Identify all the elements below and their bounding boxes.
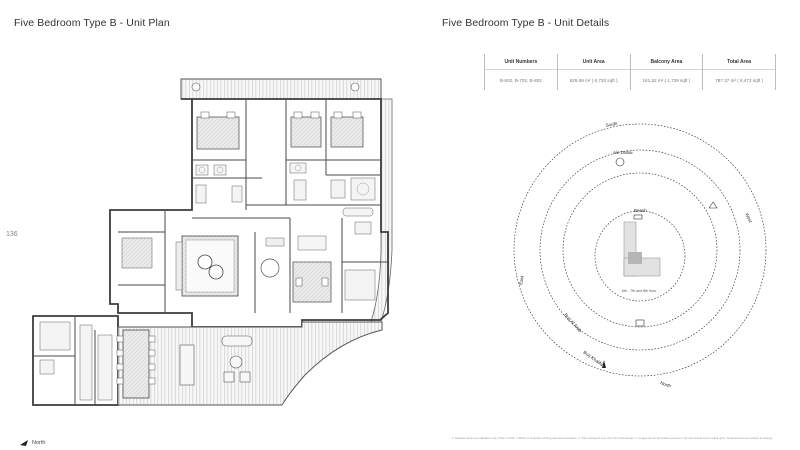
view-diagram: South Ain Dubai West Beach East Burj Al …	[513, 121, 767, 389]
unit-area-header: Unit Area	[582, 58, 605, 65]
balcony-area-value: 161.62 m² ( 1,739 sqft )	[630, 69, 703, 90]
view-ring-center	[594, 210, 686, 302]
floor-plan	[32, 78, 393, 406]
north-legend: North	[20, 440, 45, 446]
east-landmark-icon	[708, 201, 718, 209]
floors-label: 6th - 7th and 8th floor	[622, 289, 657, 293]
north-arrow-icon	[20, 440, 28, 446]
page-number: 136	[6, 231, 18, 238]
unit-numbers-header: Unit Numbers	[504, 58, 538, 65]
unit-numbers-value: B-602, B-702, B-802	[485, 69, 557, 90]
total-area-header: Total Area	[727, 58, 752, 65]
label-ain-dubai: Ain Dubai	[613, 150, 633, 155]
balcony-area-column: Balcony Area 161.62 m² ( 1,739 sqft )	[629, 54, 703, 90]
view-ring-middle	[539, 149, 741, 351]
label-burj-khalifa: Burj Khalifa	[582, 350, 604, 368]
unit-area-column: Unit Area 629.59 m² ( 6,720 sqft )	[556, 54, 630, 90]
label-south: South	[605, 121, 618, 128]
footnote: 1. Measurements are indicative only. Flo…	[452, 436, 773, 440]
label-beach: Beach	[634, 208, 647, 213]
unit-area-value: 629.59 m² ( 6,720 sqft )	[557, 69, 630, 90]
burj-al-arab-icon	[635, 319, 645, 327]
view-ring-outer	[513, 123, 767, 377]
unit-details-table: Unit Numbers B-602, B-702, B-802 Unit Ar…	[484, 54, 776, 90]
beach-icon	[633, 214, 643, 220]
north-label: North	[32, 440, 46, 446]
view-ring-inner	[562, 172, 718, 328]
ain-dubai-icon	[615, 157, 625, 167]
label-west: West	[744, 212, 754, 224]
plan-title: Five Bedroom Type B - Unit Plan	[14, 17, 170, 29]
unit-numbers-column: Unit Numbers B-602, B-702, B-802	[484, 54, 557, 90]
details-title: Five Bedroom Type B - Unit Details	[442, 17, 610, 29]
label-burj-al-arab: Burj Al Arab	[563, 312, 583, 333]
total-area-value: 787.37 m² ( 8,472 sqft )	[703, 69, 775, 90]
label-north: North	[660, 380, 673, 389]
total-area-column: Total Area 787.37 m² ( 8,472 sqft )	[702, 54, 776, 90]
balcony-area-header: Balcony Area	[650, 58, 683, 65]
burj-khalifa-icon	[602, 360, 606, 368]
building-footprint	[623, 221, 661, 277]
label-east: East	[518, 275, 525, 285]
